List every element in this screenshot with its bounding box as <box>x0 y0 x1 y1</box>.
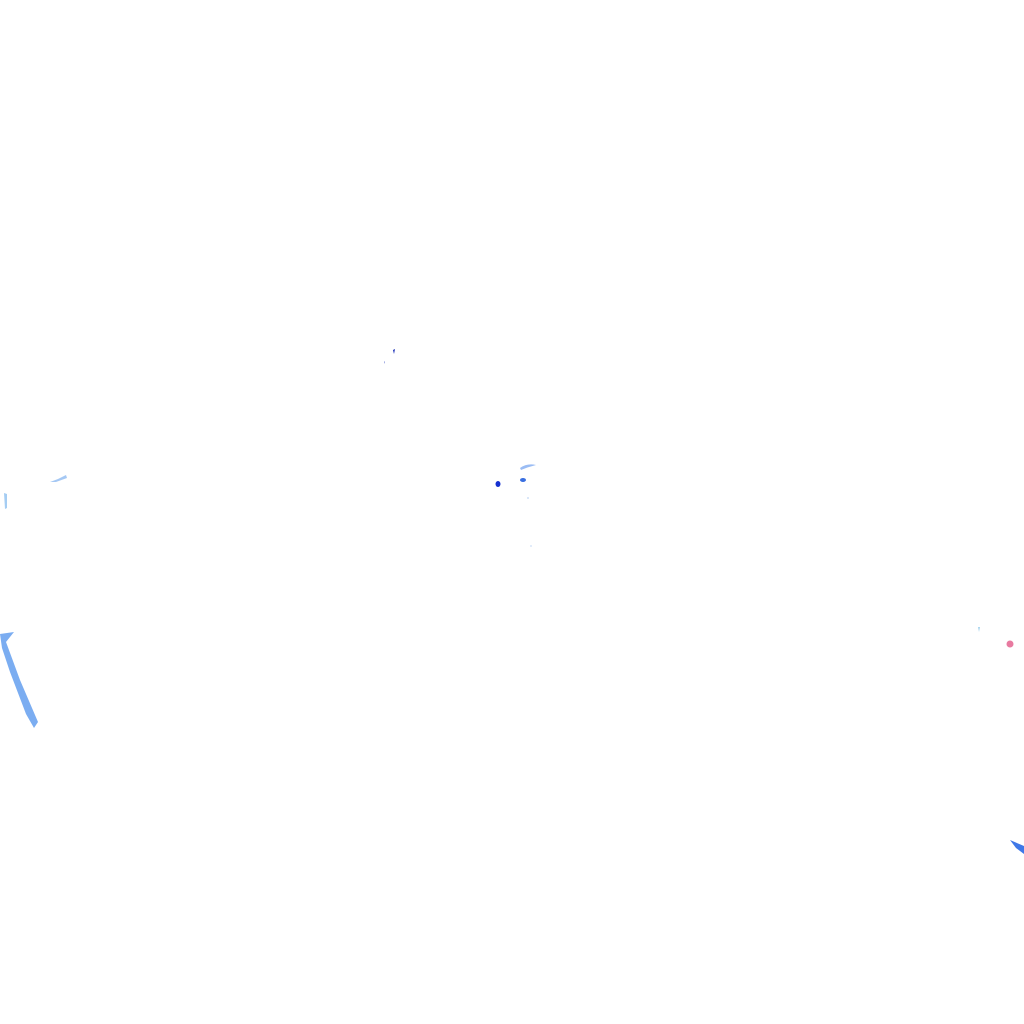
center-speck-left <box>495 481 501 487</box>
right-small-tick <box>978 627 980 632</box>
right-pink-dot <box>1006 640 1014 648</box>
left-wisp-upper <box>50 475 67 482</box>
left-streak <box>0 632 38 728</box>
top-speck <box>393 349 395 354</box>
left-edge-tick <box>4 493 7 509</box>
bottom-right-streak <box>1010 840 1024 854</box>
center-dot-faint-lower <box>530 545 532 547</box>
center-speck-right <box>520 478 526 482</box>
top-speck-tail <box>384 361 385 364</box>
center-wisp <box>520 464 536 470</box>
center-dot-faint <box>527 497 529 499</box>
